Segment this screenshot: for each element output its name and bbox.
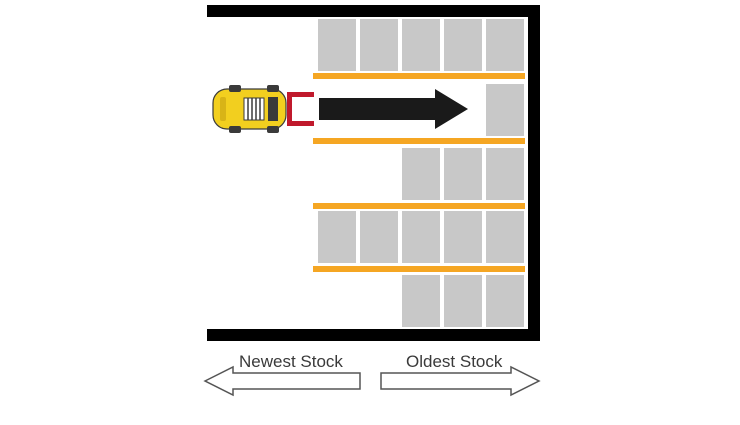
pallet (444, 211, 482, 263)
pallet (444, 148, 482, 200)
pallet (402, 148, 440, 200)
right-wall (528, 5, 540, 341)
rack-beam (313, 266, 525, 272)
rack-row-2 (486, 84, 524, 136)
pallet (486, 84, 524, 136)
bottom-wall (207, 329, 540, 341)
rack-row-1 (318, 19, 524, 71)
pallet (486, 275, 524, 327)
pallet (360, 211, 398, 263)
rack-row-5 (402, 275, 524, 327)
rack-beam (313, 203, 525, 209)
pallet (444, 19, 482, 71)
rack-beam (313, 138, 525, 144)
pallet (402, 19, 440, 71)
rack-row-4 (318, 211, 524, 263)
pallet (402, 275, 440, 327)
pallet (444, 275, 482, 327)
newest-stock-arrow (203, 365, 361, 397)
newest-stock-label: Newest Stock (239, 352, 343, 371)
rack-beam (313, 73, 525, 79)
pallet (486, 19, 524, 71)
pallet (402, 211, 440, 263)
pallet (360, 19, 398, 71)
top-wall (207, 5, 540, 17)
rack-row-3 (402, 148, 524, 200)
flow-arrow (319, 89, 468, 129)
oldest-stock-label: Oldest Stock (406, 352, 503, 371)
pallet (318, 19, 356, 71)
forklift-icon (212, 85, 314, 133)
oldest-stock-arrow (380, 365, 541, 397)
pallet (486, 148, 524, 200)
pallet (318, 211, 356, 263)
pallet (486, 211, 524, 263)
